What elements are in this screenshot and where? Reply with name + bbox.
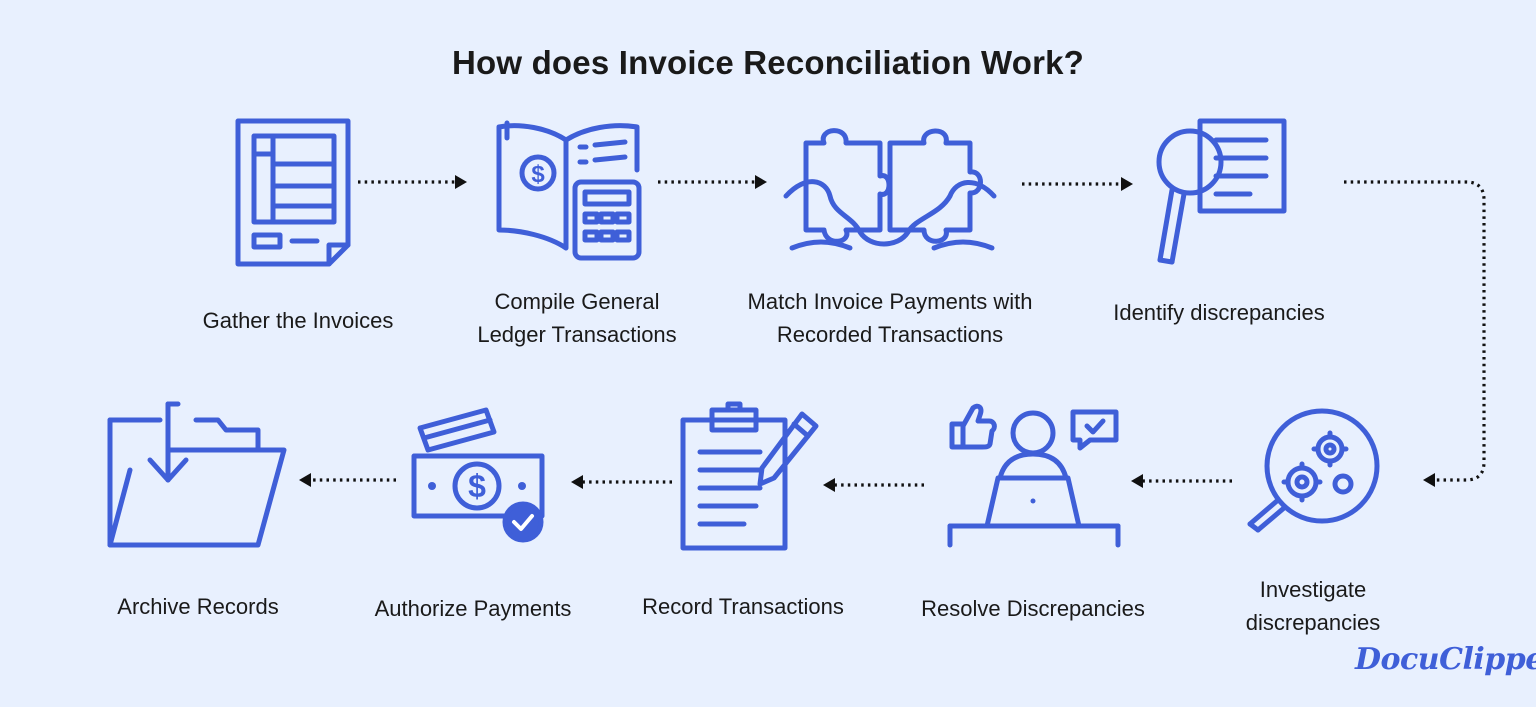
step-label-match-payments: Match Invoice Payments with Recorded Tra… (747, 289, 1033, 347)
magnifier-gears-icon (1247, 408, 1380, 533)
cash-card-check-icon: $ (411, 407, 545, 543)
person-laptop-feedback-icon (947, 403, 1121, 548)
puzzle-pieces-icon (783, 128, 997, 251)
folder-download-icon (107, 401, 287, 548)
docuclipper-logo: DocuClipper (1355, 642, 1536, 677)
svg-text:$: $ (531, 161, 545, 188)
svg-text:$: $ (468, 468, 486, 504)
step-label-gather-invoices: Gather the Invoices (202, 308, 394, 333)
step-label-archive-records: Archive Records (117, 594, 279, 619)
step-label-investigate-discrepancies: Investigate discrepancies (1245, 577, 1381, 635)
magnifier-document-icon (1156, 118, 1287, 265)
step-label-compile-ledger: Compile General Ledger Transactions (477, 289, 677, 347)
step-label-resolve-discrepancies: Resolve Discrepancies (921, 596, 1145, 621)
step-label-identify-discrepancies: Identify discrepancies (1113, 300, 1325, 325)
connector-arrows (299, 175, 1486, 492)
invoice-document-icon (235, 118, 351, 267)
clipboard-pencil-icon (680, 401, 819, 551)
step-label-record-transactions: Record Transactions (642, 594, 844, 619)
ledger-calculator-icon: $ (496, 120, 642, 261)
page-title: How does Invoice Reconciliation Work? (451, 44, 1085, 81)
step-label-authorize-payments: Authorize Payments (374, 596, 572, 621)
